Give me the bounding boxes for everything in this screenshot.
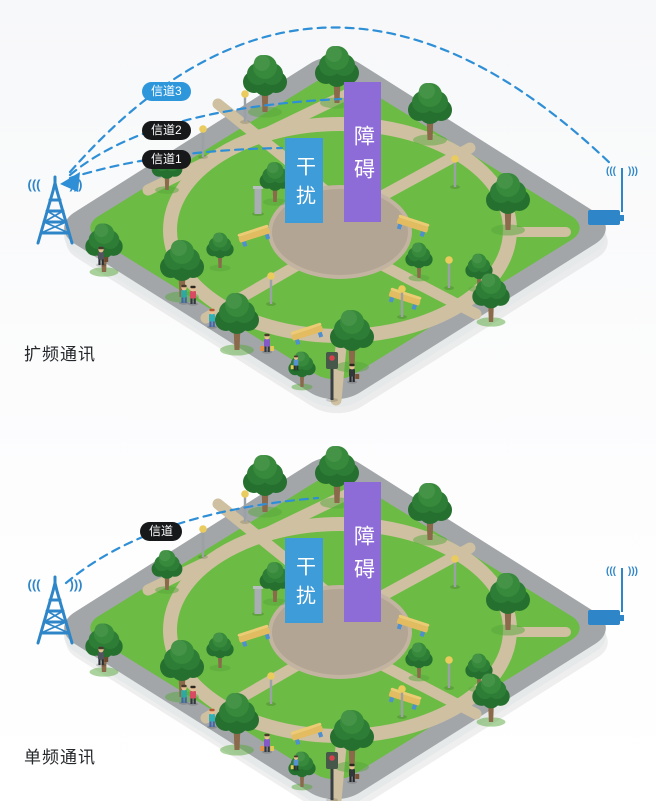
section-title-single-frequency: 单频通讯 <box>24 748 96 767</box>
channel-label: 信道 <box>140 522 183 541</box>
park-scene <box>0 400 656 801</box>
park-scene <box>0 0 656 420</box>
channel-2-label: 信道2 <box>142 121 191 140</box>
obstacle-box: 障碍 <box>344 82 381 222</box>
diagram-single-frequency: 障碍 干扰 信道 单频通讯 <box>0 400 656 801</box>
diagram-spread-spectrum: 障碍 干扰 信道3 信道2 信道1 扩频通讯 <box>0 0 656 420</box>
section-title-spread-spectrum: 扩频通讯 <box>24 345 96 364</box>
channel-1-label: 信道1 <box>142 150 191 169</box>
interference-box: 干扰 <box>285 538 323 623</box>
channel-3-label: 信道3 <box>142 82 191 101</box>
obstacle-box: 障碍 <box>344 482 381 622</box>
interference-box: 干扰 <box>285 138 323 223</box>
